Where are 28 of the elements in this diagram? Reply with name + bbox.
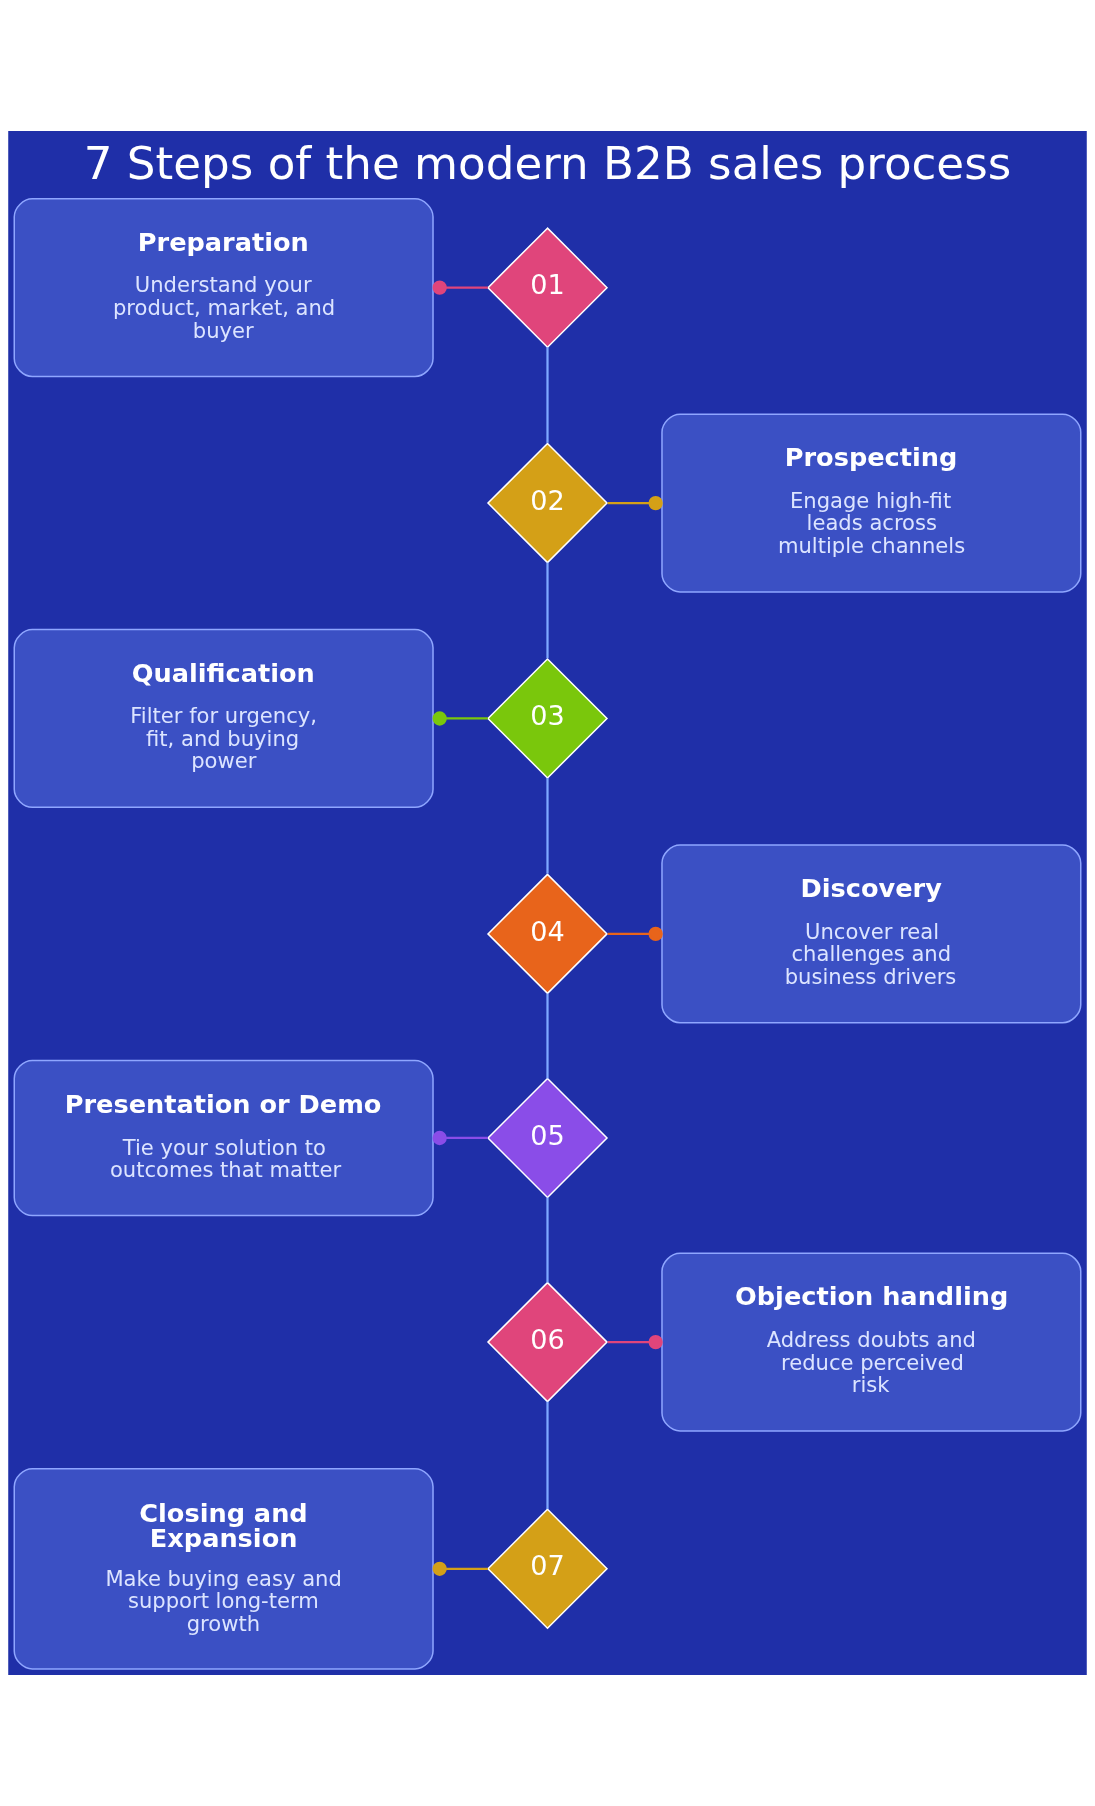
connector [546,347,549,443]
node-diamond: 06 [486,1281,609,1403]
connector [607,1334,663,1350]
connector [432,711,488,726]
connector [546,778,549,874]
node-box: Qualification Filter for urgency, fit, and buying power [13,628,434,809]
connector [546,1197,549,1283]
node-diamond: 04 [486,873,609,995]
connector [432,280,488,295]
node-diamond: 01 [486,227,609,349]
connector [546,562,549,659]
connector [432,1130,488,1146]
connector [607,926,663,942]
node-box: Closing and Expansion Make buying easy and support long-term growth [13,1467,434,1670]
node-diamond: 03 [486,657,609,780]
node-box: Discovery Uncover real challenges and business drivers [661,844,1082,1024]
node-diamond: 07 [486,1508,609,1630]
node-diamond: 05 [486,1077,609,1199]
node-box: Prospecting Engage high-fit leads across multiple channels [661,413,1082,593]
diagram-title: 7 Steps of the modern B2B sales process [83,137,1012,191]
connector [546,993,549,1079]
node-diamond: 02 [486,442,609,564]
node-box: Presentation or Demo Tie your solution to outcomes that matter [13,1059,434,1217]
connector [432,1561,488,1576]
connector [546,1401,549,1509]
node-box: Objection handling Address doubts and reduce perceived risk [661,1252,1082,1432]
connector [607,495,663,511]
node-box: Preparation Understand your product, market, and buyer [13,198,434,378]
